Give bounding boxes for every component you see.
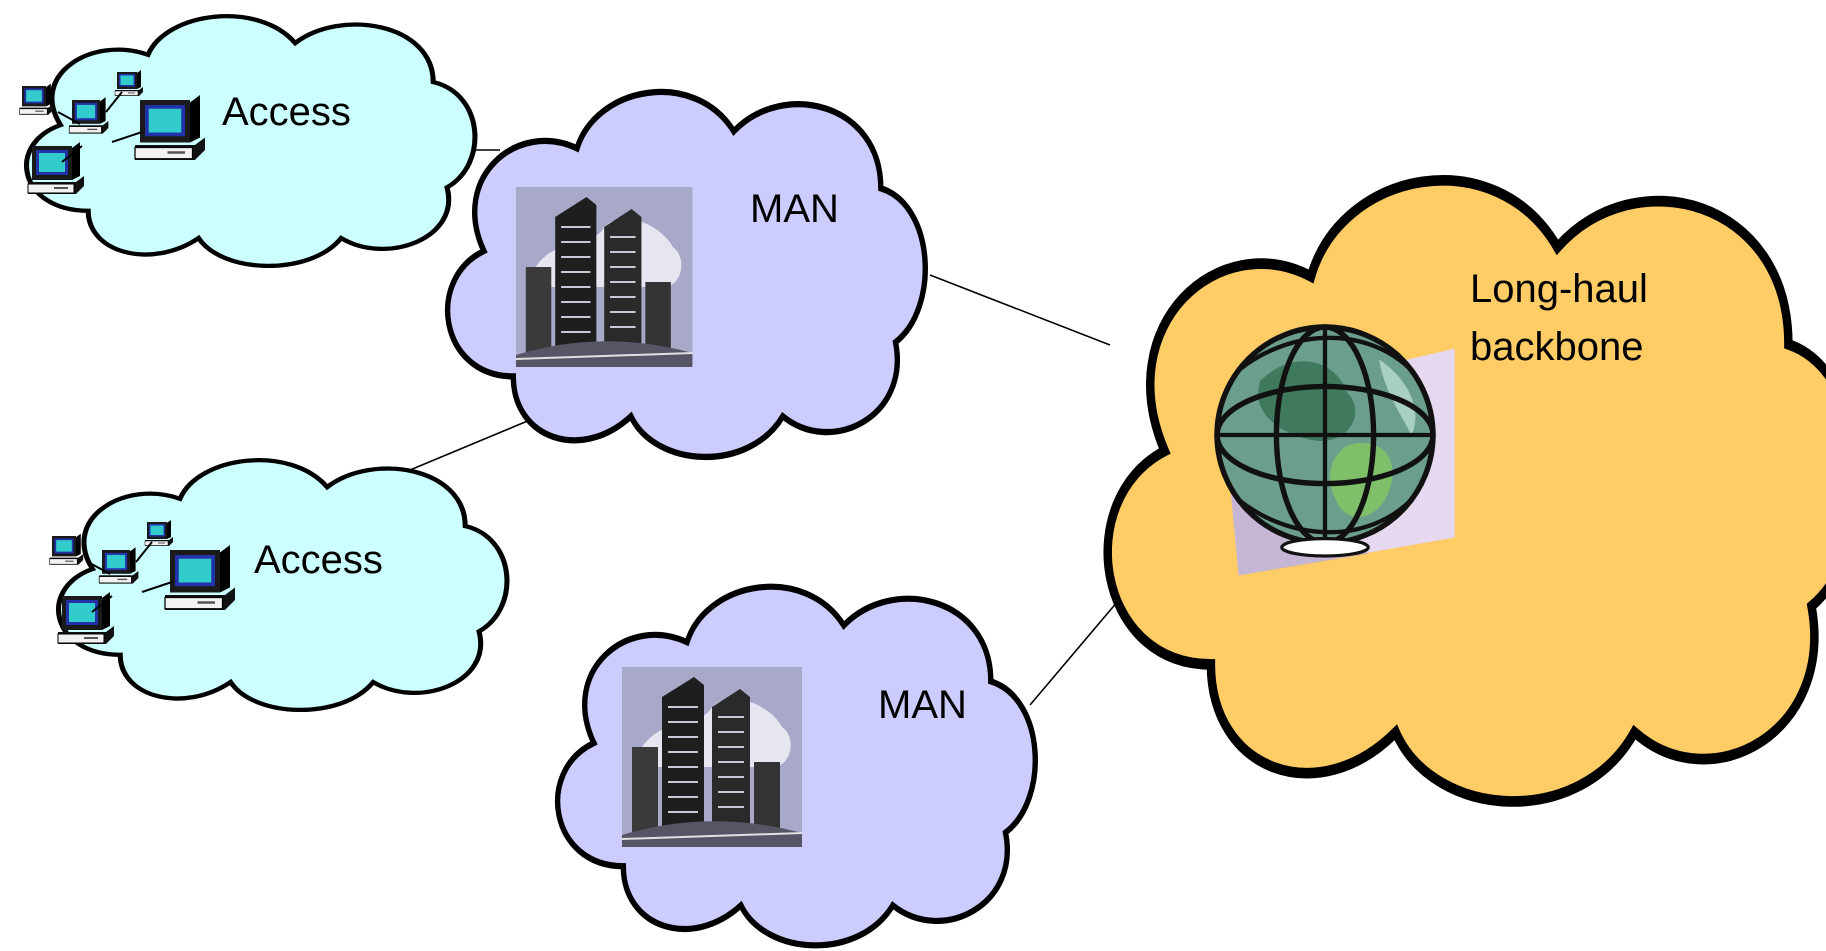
- man-label-bottom: MAN: [878, 683, 967, 727]
- man-cloud-bottom: MAN: [558, 587, 1036, 946]
- access-label-bottom: Access: [254, 538, 383, 582]
- man-cloud-top: MAN: [448, 92, 926, 457]
- man-label-top: MAN: [750, 187, 839, 231]
- access-label-top: Access: [222, 90, 351, 134]
- backbone-label-line2: backbone: [1470, 325, 1643, 369]
- city-buildings-icon: [621, 666, 803, 848]
- link-access-bottom-to-man-top: [409, 419, 531, 471]
- link-man-top-to-backbone: [929, 274, 1111, 346]
- globe-icon: [1217, 327, 1455, 575]
- backbone-label-line1: Long-haul: [1470, 267, 1648, 311]
- access-cloud-top: Access: [20, 16, 475, 266]
- backbone-cloud: Long-haul backbone: [1108, 180, 1826, 801]
- access-cloud-bottom: Access: [50, 460, 507, 710]
- backbone-label: Long-haul backbone: [1470, 267, 1659, 369]
- city-buildings-icon: [515, 186, 694, 368]
